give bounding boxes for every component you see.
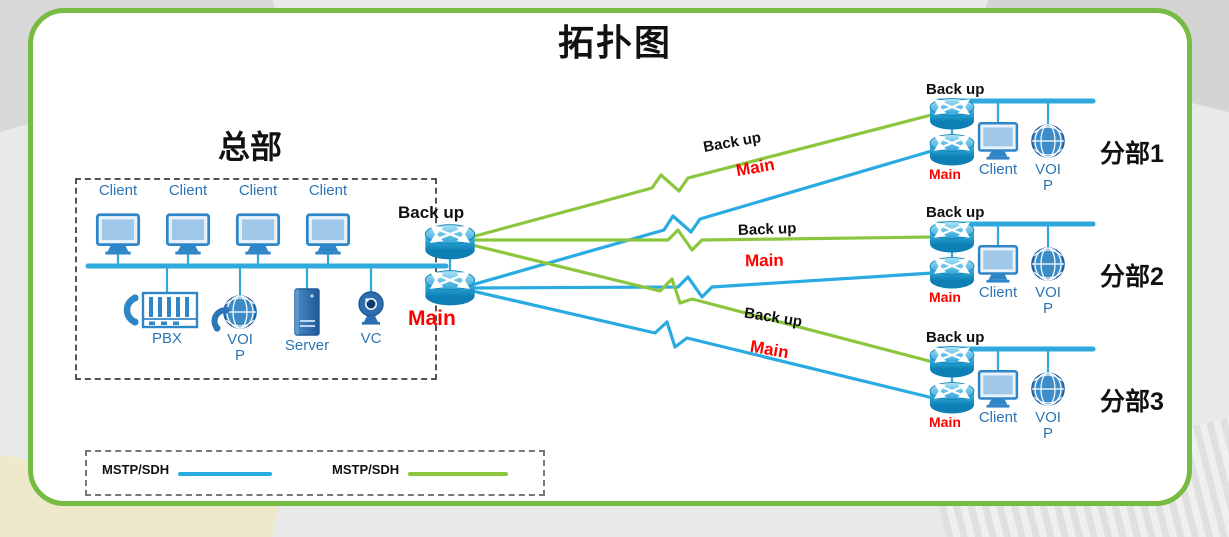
legend-item-label: MSTP/SDH	[332, 462, 400, 477]
globe-voip-icon	[1031, 124, 1065, 158]
pbx-label: PBX	[151, 330, 182, 347]
branch-backup-label: Back up	[926, 204, 985, 221]
pbx-icon	[127, 293, 197, 327]
branch-name: 分部3	[1100, 388, 1164, 416]
headquarters-title: 总部	[217, 129, 282, 165]
branch-name: 分部2	[1100, 263, 1164, 291]
branch-name: 分部1	[1100, 140, 1164, 168]
branch-client-label: Client	[978, 161, 1018, 178]
router-icon	[424, 269, 476, 307]
client-monitor-icon	[305, 213, 351, 256]
router-icon	[424, 223, 476, 261]
branch-voip-label: VOIP	[1035, 284, 1061, 317]
branch-main-label: Main	[929, 289, 961, 305]
globe-voip-icon	[1031, 247, 1065, 281]
branch-main-label: Main	[929, 414, 961, 430]
client-monitor-icon	[977, 244, 1019, 284]
client-label: Client	[168, 182, 208, 199]
link-backup-label: Back up	[737, 219, 797, 240]
client-monitor-icon	[165, 213, 211, 256]
router-icon	[928, 345, 976, 379]
branch-backup-label: Back up	[926, 329, 985, 346]
legend-box	[85, 450, 545, 496]
legend-item-label: MSTP/SDH	[102, 462, 170, 477]
router-icon	[928, 220, 976, 254]
client-monitor-icon	[977, 121, 1019, 161]
client-label: Client	[308, 182, 348, 199]
branch-2-art	[928, 220, 1096, 290]
server-label: Server	[284, 337, 330, 354]
router-icon	[928, 97, 976, 131]
legend-line-blue	[178, 472, 272, 476]
client-monitor-icon	[95, 213, 141, 256]
router-icon	[928, 256, 976, 290]
page-title: 拓扑图	[557, 22, 672, 63]
link-backup-branch2	[466, 228, 935, 252]
branch-voip-label: VOIP	[1035, 161, 1061, 194]
client-label: Client	[238, 182, 278, 199]
branch-client-label: Client	[978, 284, 1018, 301]
branch-main-label: Main	[929, 166, 961, 182]
branch-client-label: Client	[978, 409, 1018, 426]
core-backup-label: Back up	[398, 203, 465, 222]
branch-1-art	[928, 97, 1096, 167]
client-monitor-icon	[235, 213, 281, 256]
link-backup-branch1	[466, 112, 937, 240]
link-main-label: Main	[744, 250, 784, 271]
headquarters-art	[85, 213, 476, 336]
link-main-branch3	[466, 288, 935, 400]
link-backup-branch3	[466, 242, 935, 364]
branch-backup-label: Back up	[926, 81, 985, 98]
link-main-branch2	[466, 271, 935, 299]
router-icon	[928, 133, 976, 167]
client-monitor-icon	[977, 369, 1019, 409]
branch-voip-label: VOIP	[1035, 409, 1061, 442]
branch-3-art	[928, 345, 1096, 415]
client-label: Client	[98, 182, 138, 199]
globe-voip-icon	[1031, 372, 1065, 406]
legend-line-green	[408, 472, 508, 476]
vc-label: VC	[360, 330, 382, 347]
vc-camera-icon	[358, 291, 384, 326]
server-icon	[294, 288, 320, 336]
core-main-label: Main	[408, 307, 456, 330]
voip-label: VOIP	[227, 331, 253, 364]
router-icon	[928, 381, 976, 415]
